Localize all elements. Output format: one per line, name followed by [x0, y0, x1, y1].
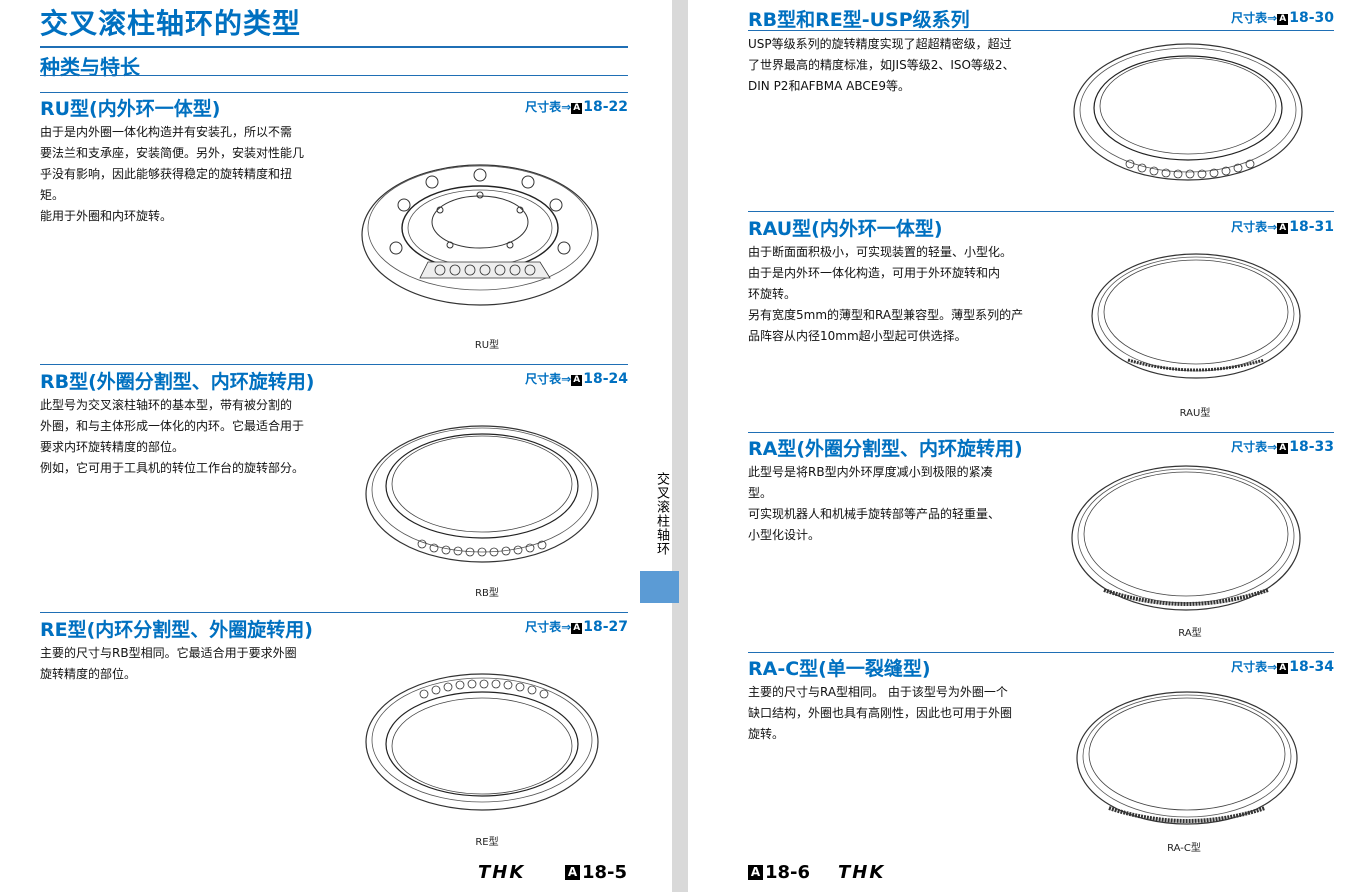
ra-caption: RA型	[1178, 628, 1202, 639]
rac-title: RA-C型(单一裂缝型)	[748, 658, 931, 680]
ru-caption: RU型	[474, 340, 500, 351]
rau-title: RAU型(内外环一体型)	[748, 218, 943, 240]
usp-body: USP等级系列的旋转精度实现了超超精密级，超过了世界最高的精度标准，如JIS等级…	[748, 37, 1015, 93]
rb-bearing-figure	[365, 425, 599, 563]
ru-rule	[40, 92, 628, 93]
rb-title: RB型(外圈分割型、内环旋转用)	[40, 371, 315, 393]
re-rule	[40, 612, 628, 613]
rb-caption: RB型	[475, 588, 499, 599]
rac-body: 主要的尺寸与RA型相同。 由于该型号为外圈一个缺口结构，外圈也具有高刚性，因此也…	[748, 685, 1013, 741]
rau-rule	[748, 211, 1334, 212]
rac-caption: RA-C型	[1167, 843, 1201, 854]
re-title: RE型(内环分割型、外圈旋转用)	[40, 619, 313, 641]
rac-bearing-figure	[1076, 691, 1298, 825]
ra-bearing-figure	[1071, 465, 1301, 611]
ra-body: 此型号是将RB型内外环厚度减小到极限的紧凑型。可实现机器人和机械手旋转部等产品的…	[748, 465, 1001, 542]
ra-title: RA型(外圈分割型、内环旋转用)	[748, 438, 1023, 460]
thk-logo: THK	[838, 862, 886, 883]
rau-bearing-figure	[1091, 253, 1301, 379]
title-rule	[40, 46, 628, 48]
side-tab-marker	[640, 571, 679, 603]
rb-body: 此型号为交叉滚柱轴环的基本型，带有被分割的外圈，和与主体形成一体化的内环。它最适…	[40, 398, 305, 475]
ru-title: RU型(内外环一体型)	[40, 98, 221, 120]
ru-bearing-figure	[361, 164, 599, 306]
subtitle-rule	[40, 75, 628, 76]
page-title: 交叉滚柱轴环的类型	[40, 7, 302, 40]
rb-rule	[40, 364, 628, 365]
usp-bearing-figure	[1073, 43, 1303, 181]
re-bearing-figure	[365, 673, 599, 811]
re-caption: RE型	[475, 837, 499, 848]
re-body: 主要的尺寸与RB型相同。它最适合用于要求外圈旋转精度的部位。	[40, 646, 297, 681]
ru-body: 由于是内外圈一体化构造并有安装孔，所以不需要法兰和支承座，安装简便。另外，安装对…	[40, 125, 305, 223]
page-gutter	[672, 0, 688, 892]
usp-rule	[748, 30, 1334, 31]
ra-rule	[748, 432, 1334, 433]
usp-title: RB型和RE型-USP级系列	[748, 9, 970, 31]
rau-caption: RAU型	[1179, 408, 1211, 419]
side-tab-label: 交叉滚柱轴环	[654, 472, 669, 556]
thk-logo: THK	[478, 862, 526, 883]
rau-body: 由于断面面积极小，可实现装置的轻量、小型化。由于是内外环一体化构造，可用于外环旋…	[748, 245, 1024, 343]
rac-rule	[748, 652, 1334, 653]
